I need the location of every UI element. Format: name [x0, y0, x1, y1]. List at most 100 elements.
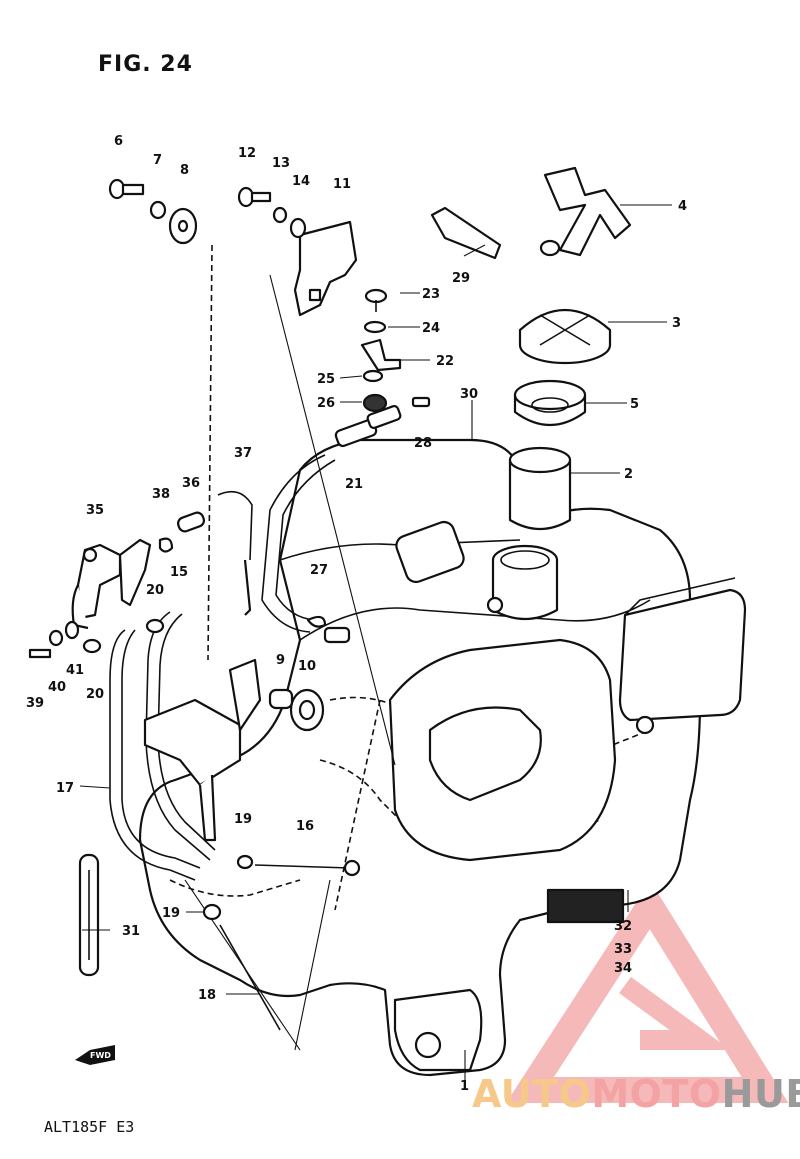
model-code: ALT185F E3 [44, 1118, 135, 1136]
fwd-arrow-icon: FWD [75, 1045, 115, 1065]
watermark-text: AUTOMOTOHUB [472, 1072, 800, 1116]
clamp-20b [82, 638, 102, 654]
callout-20b: 20 [86, 687, 104, 702]
drain-hose-18 [219, 924, 281, 1031]
tank-bottom-mount [393, 888, 625, 1072]
alignment-line-8 [207, 244, 213, 661]
drain-tube-16 [254, 859, 361, 877]
callout-leaders [79, 204, 672, 1080]
callout-24: 24 [422, 321, 440, 336]
callout-14: 14 [292, 174, 310, 189]
callout-26: 26 [317, 396, 335, 411]
figure-title: FIG. 24 [98, 52, 193, 77]
callout-13: 13 [272, 156, 290, 171]
callout-7: 7 [153, 153, 162, 168]
callout-20a: 20 [146, 583, 164, 598]
callout-22: 22 [436, 354, 454, 369]
callout-2: 2 [624, 467, 633, 482]
callout-23: 23 [422, 287, 440, 302]
callout-31: 31 [122, 924, 140, 939]
alignment-line-18 [294, 879, 331, 1051]
bolt-23 [364, 288, 388, 312]
nut-26 [362, 393, 388, 413]
callout-38: 38 [152, 487, 170, 502]
spring-37 [217, 490, 253, 616]
callout-40: 40 [48, 680, 66, 695]
washer-41 [64, 620, 80, 640]
fuel-cap [518, 309, 612, 365]
cap-strap [539, 166, 632, 257]
callout-41: 41 [66, 663, 84, 678]
callout-19b: 19 [162, 906, 180, 921]
washer-40 [48, 629, 64, 647]
callout-5: 5 [630, 397, 639, 412]
callout-numbers: 1 2 3 4 5 6 7 8 9 10 11 12 13 14 15 16 1… [26, 134, 687, 1094]
callout-15: 15 [170, 565, 188, 580]
callout-18: 18 [198, 988, 216, 1003]
callout-39: 39 [26, 696, 44, 711]
callout-34: 34 [614, 961, 632, 976]
callout-9: 9 [276, 653, 285, 668]
alignment-line-tank [334, 699, 381, 911]
alignment-line-11 [269, 274, 396, 766]
washer-24 [363, 320, 387, 334]
callout-25: 25 [317, 372, 335, 387]
mount-bracket-22 [360, 338, 402, 372]
callout-17: 17 [56, 781, 74, 796]
callout-28: 28 [414, 436, 432, 451]
callout-10: 10 [298, 659, 316, 674]
bolt-6 [108, 178, 145, 200]
callout-21: 21 [345, 477, 363, 492]
callout-27: 27 [310, 563, 328, 578]
pipe-27 [306, 615, 327, 628]
tank-side-panel [388, 520, 617, 862]
fuel-hose-17 [109, 629, 201, 881]
callout-3: 3 [672, 316, 681, 331]
tank-rear-bracket [618, 577, 747, 735]
bolt-12 [237, 186, 272, 208]
callout-33: 33 [614, 942, 632, 957]
tank-cushion-31 [78, 853, 100, 977]
lower-mount-bracket [143, 658, 262, 842]
washer-25 [362, 369, 384, 383]
filler-neck [486, 544, 559, 620]
pin-28 [411, 396, 431, 408]
grommet-10 [289, 688, 325, 732]
callout-16: 16 [296, 819, 314, 834]
callout-32: 32 [614, 919, 632, 934]
fuel-cock [71, 538, 152, 630]
washer-7 [149, 200, 167, 220]
callout-1: 1 [460, 1079, 469, 1094]
clamp-19a [236, 854, 254, 870]
breather-hose [261, 404, 402, 633]
callout-35: 35 [86, 503, 104, 518]
callout-36: 36 [182, 476, 200, 491]
watermark-logo [506, 880, 789, 1103]
callout-11: 11 [333, 177, 351, 192]
hose-36 [176, 511, 206, 533]
washer-13 [272, 206, 288, 224]
callout-30: 30 [460, 387, 478, 402]
watermark-part-hub: HUB [721, 1072, 800, 1116]
washer-8 [168, 207, 198, 245]
callout-4: 4 [678, 199, 687, 214]
callout-19a: 19 [234, 812, 252, 827]
washer-14 [289, 217, 307, 239]
side-bracket-11 [293, 220, 358, 317]
watermark-part-moto: MOTO [591, 1072, 722, 1116]
fwd-label: FWD [90, 1051, 111, 1060]
callout-6: 6 [114, 134, 123, 149]
callout-8: 8 [180, 163, 189, 178]
filler-strainer [508, 446, 572, 530]
callout-37: 37 [234, 446, 252, 461]
watermark-part-auto: AUTO [472, 1072, 592, 1116]
clamp-38 [158, 537, 174, 553]
clamp-20a [145, 618, 165, 634]
bolt-39 [28, 648, 52, 659]
tube-fitting [323, 626, 351, 644]
cap-gasket [513, 379, 587, 427]
collar-9 [268, 688, 294, 710]
callout-12: 12 [238, 146, 256, 161]
